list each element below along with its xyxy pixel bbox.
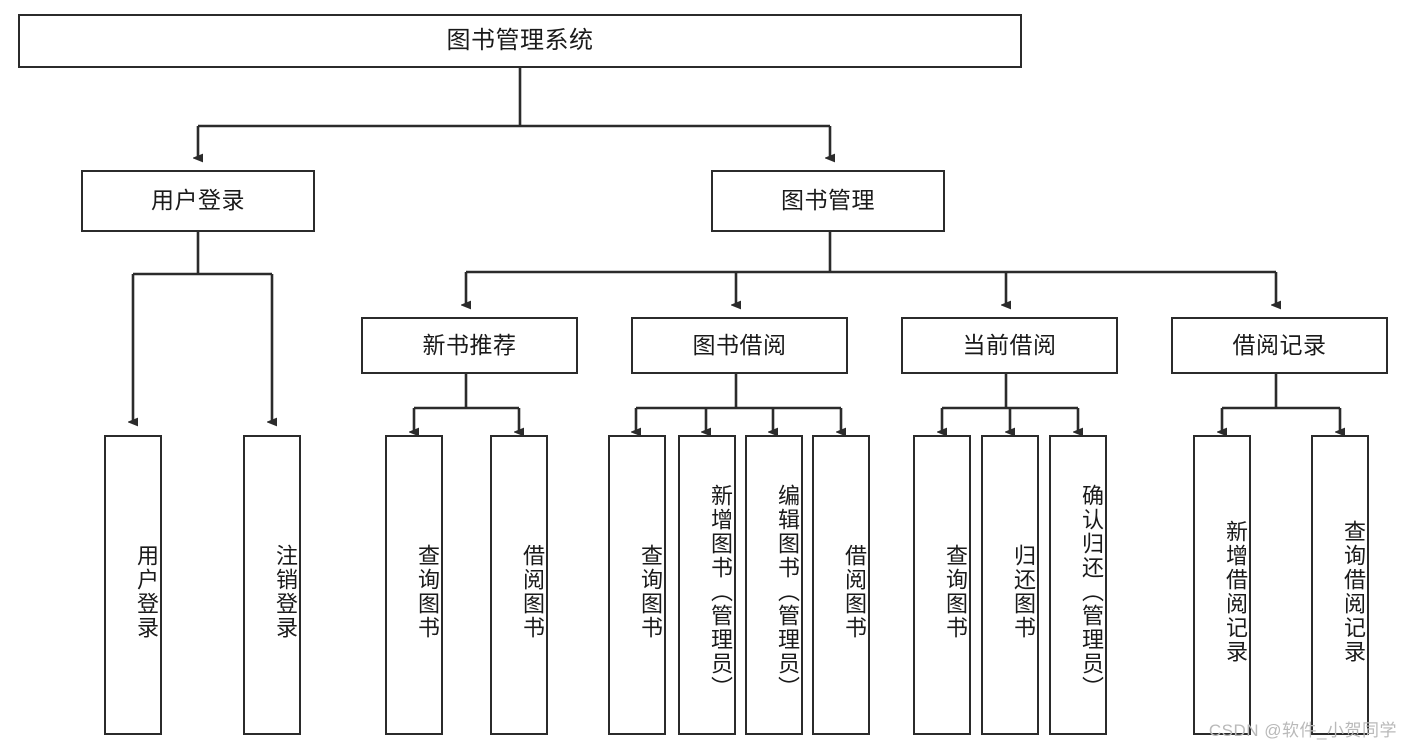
leaf-current-confirm-return-admin[interactable]: 确认归还（管理员） (1049, 435, 1107, 735)
node-label: 图书借阅 (692, 331, 787, 358)
node-label: 查询图书 (943, 544, 968, 640)
leaf-borrow-borrow-book[interactable]: 借阅图书 (812, 435, 870, 735)
leaf-current-return-book[interactable]: 归还图书 (981, 435, 1039, 735)
node-book-borrowing[interactable]: 图书借阅 (631, 317, 848, 374)
node-label: 新增借阅记录 (1223, 520, 1248, 664)
leaf-borrow-edit-book-admin[interactable]: 编辑图书（管理员） (745, 435, 803, 735)
node-new-book-recommendation[interactable]: 新书推荐 (361, 317, 578, 374)
node-label: 编辑图书（管理员） (775, 484, 800, 700)
node-borrow-records[interactable]: 借阅记录 (1171, 317, 1388, 374)
node-label: 借阅图书 (520, 544, 545, 640)
node-label: 新书推荐 (422, 331, 517, 358)
node-label: 图书管理系统 (446, 26, 594, 54)
node-label: 查询图书 (638, 544, 663, 640)
node-label: 当前借阅 (962, 331, 1057, 358)
node-label: 确认归还（管理员） (1079, 484, 1104, 700)
node-user-login[interactable]: 用户登录 (81, 170, 315, 232)
node-label: 图书管理 (781, 187, 875, 214)
node-current-borrowing[interactable]: 当前借阅 (901, 317, 1118, 374)
node-label: 注销登录 (273, 544, 298, 640)
leaf-current-query-book[interactable]: 查询图书 (913, 435, 971, 735)
node-label: 用户登录 (134, 544, 159, 640)
leaf-new-book-borrow[interactable]: 借阅图书 (490, 435, 548, 735)
leaf-borrow-add-book-admin[interactable]: 新增图书（管理员） (678, 435, 736, 735)
node-label: 新增图书（管理员） (708, 484, 733, 700)
node-label: 查询借阅记录 (1341, 520, 1366, 664)
node-label: 查询图书 (415, 544, 440, 640)
node-label: 借阅记录 (1232, 331, 1327, 358)
node-label: 借阅图书 (842, 544, 867, 640)
leaf-user-login-login[interactable]: 用户登录 (104, 435, 162, 735)
watermark: CSDN @软件_小贺同学 (1208, 721, 1397, 740)
leaf-records-add-record[interactable]: 新增借阅记录 (1193, 435, 1251, 735)
node-label: 归还图书 (1011, 544, 1036, 640)
leaf-records-query-record[interactable]: 查询借阅记录 (1311, 435, 1369, 735)
leaf-user-login-logout[interactable]: 注销登录 (243, 435, 301, 735)
leaf-new-book-query[interactable]: 查询图书 (385, 435, 443, 735)
node-root-system[interactable]: 图书管理系统 (18, 14, 1022, 68)
node-book-management[interactable]: 图书管理 (711, 170, 945, 232)
leaf-borrow-query-book[interactable]: 查询图书 (608, 435, 666, 735)
node-label: 用户登录 (151, 187, 245, 214)
